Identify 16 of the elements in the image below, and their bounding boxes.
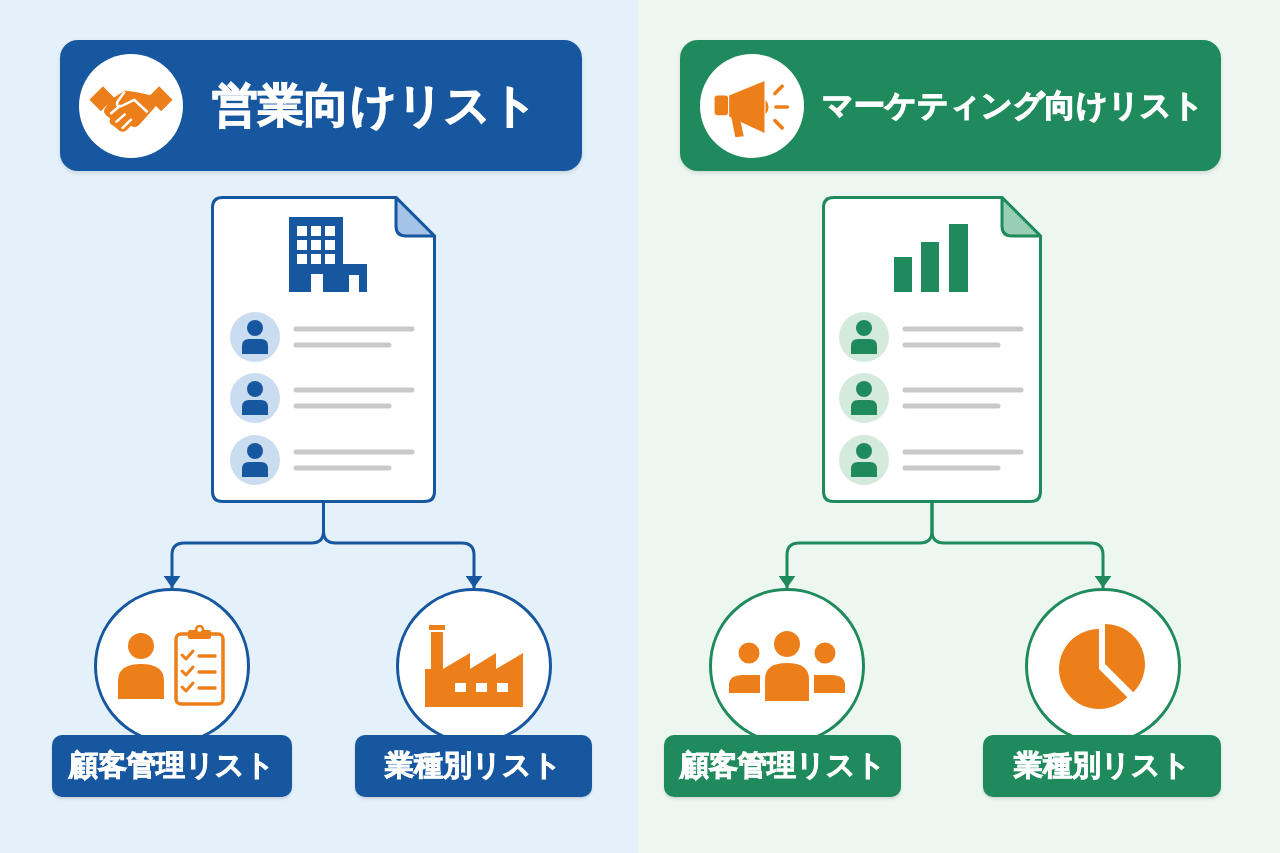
label-banner — [664, 735, 901, 797]
document — [822, 196, 1042, 503]
label-banner — [983, 735, 1221, 797]
header-title: マーケティング向けリスト — [822, 87, 1204, 124]
arrow — [322, 503, 483, 588]
list-label: 顧客管理リスト — [69, 749, 275, 783]
header-banner — [680, 40, 1221, 171]
list-label: 業種別リスト — [1013, 749, 1191, 783]
label-banner — [52, 735, 292, 797]
list-label: 業種別リスト — [385, 749, 562, 783]
header-banner — [60, 40, 582, 171]
list-label: 顧客管理リスト — [679, 749, 886, 783]
header-title: 営業向けリスト — [212, 79, 538, 132]
label-banner — [355, 735, 592, 797]
arrow — [930, 503, 1112, 588]
document — [211, 196, 436, 503]
